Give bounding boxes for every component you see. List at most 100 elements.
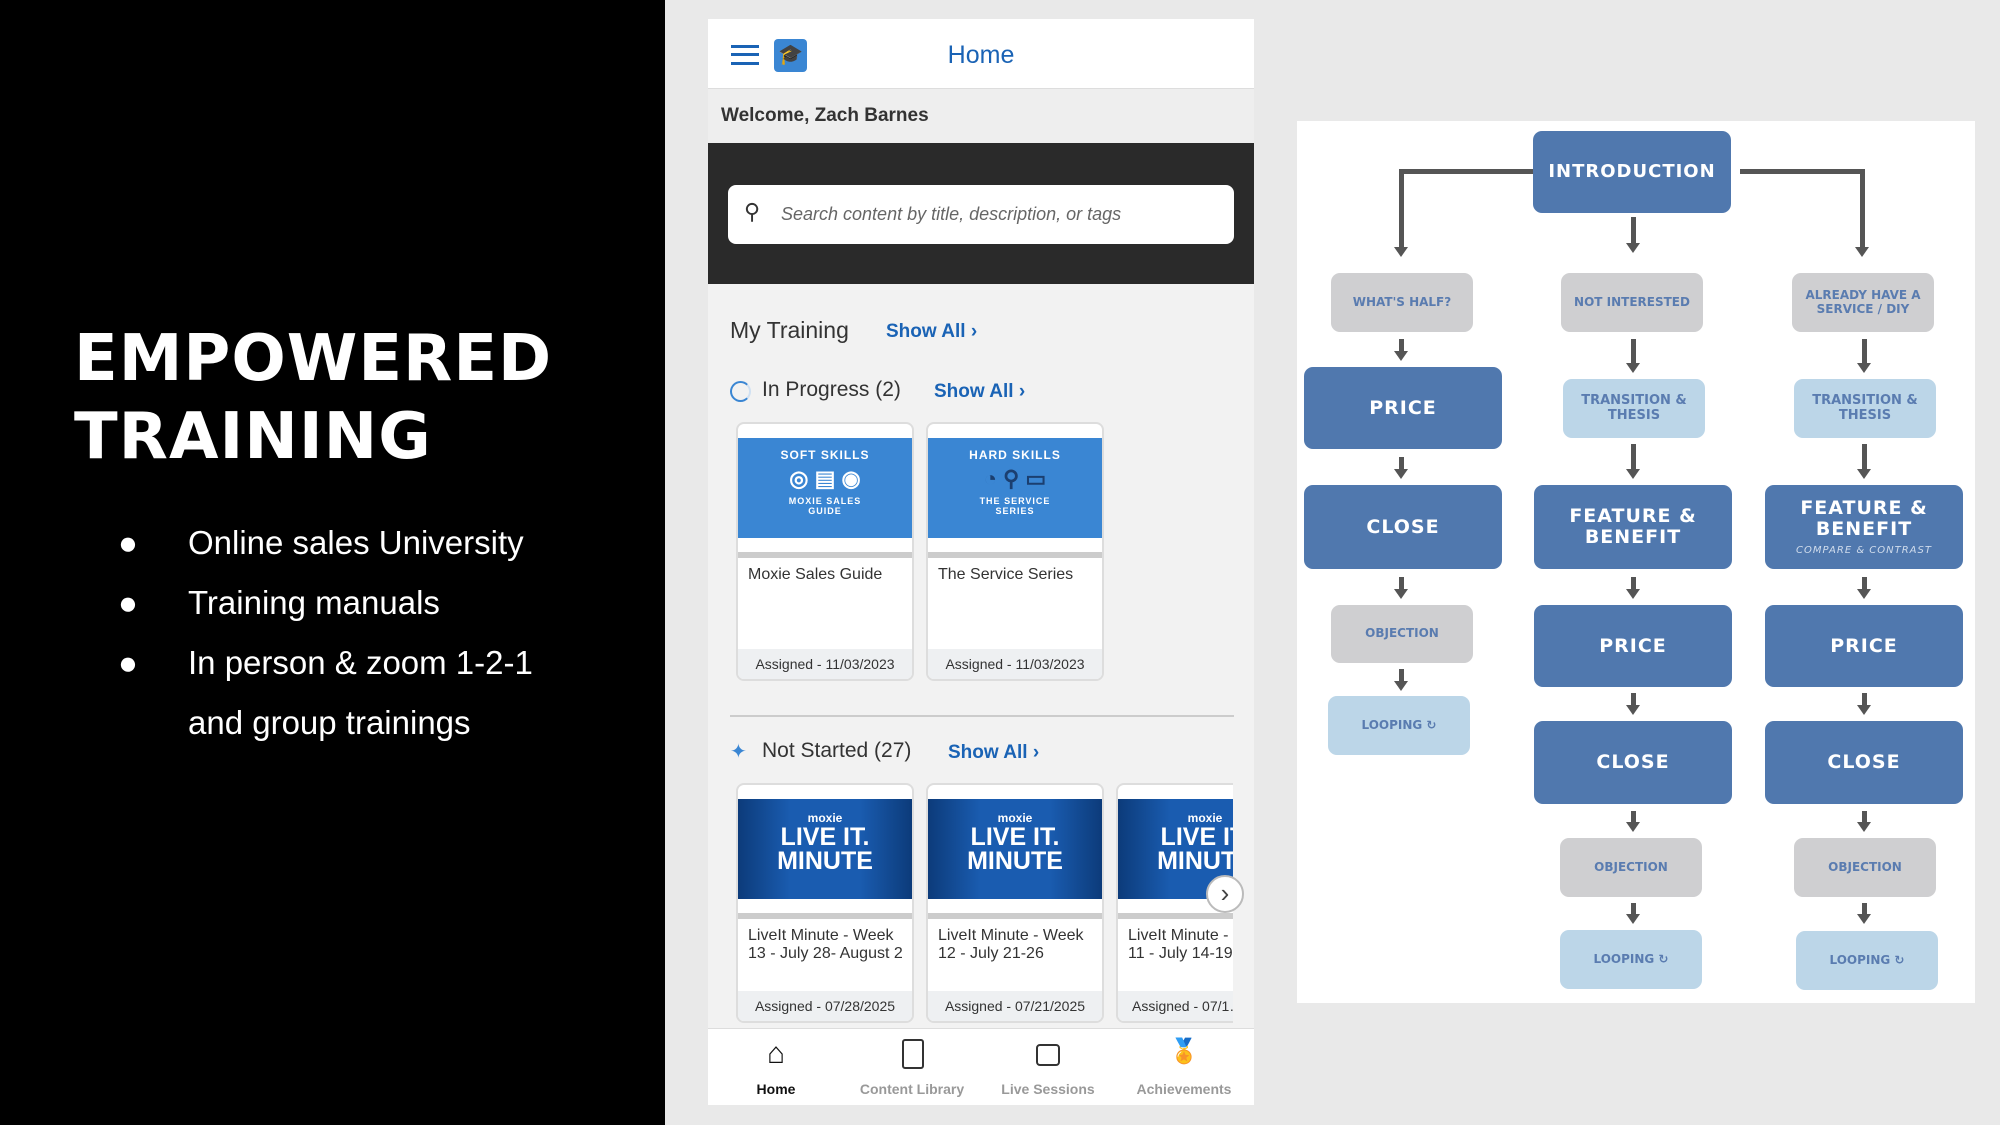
connector-line: [1740, 169, 1864, 174]
node-objection: OBJECTION: [1331, 605, 1473, 663]
chevron-right-icon: ›: [1018, 381, 1026, 402]
node-introduction: INTRODUCTION: [1533, 131, 1731, 213]
node-price: PRICE: [1534, 605, 1732, 687]
connector-line: [1862, 811, 1867, 824]
connector-line: [1862, 693, 1867, 707]
connector-line: [1631, 444, 1636, 471]
arrow-down-icon: [1394, 351, 1408, 361]
in-progress-spinner-icon: [730, 381, 751, 402]
connector-line: [1862, 903, 1867, 916]
connector-line: [1631, 811, 1636, 824]
arrow-down-icon: [1626, 363, 1640, 373]
node-price: PRICE: [1765, 605, 1963, 687]
nav-home[interactable]: ⌂Home: [708, 1029, 844, 1105]
welcome-message: Welcome, Zach Barnes: [708, 89, 1254, 143]
not-started-heading: Not Started (27): [762, 739, 912, 762]
connector-line: [1399, 577, 1404, 591]
card-assigned-date: Assigned - 07/1…: [1118, 991, 1233, 1021]
chevron-right-icon: ›: [1032, 742, 1040, 763]
node-looping: LOOPING ↻: [1328, 696, 1470, 755]
nav-achievements[interactable]: 🏅Achievements: [1116, 1029, 1252, 1105]
connector-line: [1399, 669, 1404, 683]
connector-line: [1631, 339, 1636, 365]
bottom-navigation: ⌂Home Content Library Live Sessions 🏅Ach…: [708, 1028, 1254, 1105]
card-assigned-date: Assigned - 07/21/2025: [928, 991, 1102, 1021]
bullet-icon: ●: [118, 644, 138, 681]
node-transition-thesis: TRANSITION & THESIS: [1563, 379, 1705, 438]
not-started-show-all-link[interactable]: Show All ›: [948, 742, 1040, 763]
node-not-interested: NOT INTERESTED: [1561, 273, 1703, 332]
search-input[interactable]: ⚲ Search content by title, description, …: [728, 185, 1234, 244]
node-objection: OBJECTION: [1560, 838, 1702, 897]
medal-icon: 🏅: [1169, 1038, 1199, 1065]
arrow-down-icon: [1857, 363, 1871, 373]
connector-line: [1399, 169, 1535, 174]
sparkle-icon: ✦: [730, 741, 747, 763]
arrow-down-icon: [1857, 822, 1871, 832]
my-training-show-all-link[interactable]: Show All ›: [886, 321, 978, 342]
arrow-down-icon: [1626, 469, 1640, 479]
card-thumbnail: SOFT SKILLS◎ ▤ ◉MOXIE SALES GUIDE: [738, 438, 912, 538]
node-whats-half: WHAT'S HALF?: [1331, 273, 1473, 332]
arrow-down-icon: [1857, 914, 1871, 924]
node-close: CLOSE: [1765, 721, 1963, 804]
home-icon: ⌂: [766, 1037, 786, 1070]
arrow-down-icon: [1626, 822, 1640, 832]
connector-line: [1631, 903, 1636, 916]
carousel-next-button[interactable]: ›: [1206, 875, 1244, 913]
slide-title-line2: TRAINING: [74, 400, 432, 474]
bullet-icon: ●: [118, 584, 138, 621]
arrow-down-icon: [1394, 681, 1408, 691]
nav-live-sessions[interactable]: Live Sessions: [980, 1029, 1116, 1105]
card-title: LiveIt Minute - Week 12 - July 21-26: [938, 927, 1084, 962]
sales-flow-diagram: INTRODUCTION WHAT'S HALF? PRICE CLOSE OB…: [1297, 121, 1975, 1003]
card-assigned-date: Assigned - 11/03/2023: [928, 649, 1102, 679]
slide-title-line1: EMPOWERED: [74, 322, 553, 396]
menu-icon[interactable]: [731, 45, 759, 65]
arrow-down-icon: [1626, 705, 1640, 715]
arrow-down-icon: [1857, 469, 1871, 479]
chevron-right-icon: ›: [970, 321, 978, 342]
arrow-down-icon: [1626, 589, 1640, 599]
in-progress-heading: In Progress (2): [762, 378, 901, 401]
training-card[interactable]: SOFT SKILLS◎ ▤ ◉MOXIE SALES GUIDE Moxie …: [736, 422, 914, 681]
compare-contrast-subtitle: COMPARE & CONTRAST: [1796, 545, 1932, 557]
node-close: CLOSE: [1534, 721, 1732, 804]
arrow-down-icon: [1857, 705, 1871, 715]
section-divider: [730, 715, 1234, 717]
search-placeholder: Search content by title, description, or…: [781, 204, 1122, 224]
nav-content-library[interactable]: Content Library: [844, 1029, 980, 1105]
mobile-app-screen: 🎓 Home Welcome, Zach Barnes ⚲ Search con…: [708, 19, 1254, 1105]
graduation-cap-logo-icon: 🎓: [774, 39, 807, 72]
connector-line: [1399, 457, 1404, 471]
slide-panel: EMPOWERED TRAINING ●Online sales Univers…: [0, 0, 665, 1125]
bullet-icon: ●: [118, 524, 138, 561]
in-progress-show-all-link[interactable]: Show All ›: [934, 381, 1026, 402]
my-training-heading: My Training: [730, 317, 849, 343]
arrow-down-icon: [1626, 243, 1640, 253]
tablet-icon: [902, 1039, 924, 1069]
node-price: PRICE: [1304, 367, 1502, 449]
video-camera-icon: [1036, 1044, 1060, 1066]
card-assigned-date: Assigned - 07/28/2025: [738, 991, 912, 1021]
arrow-down-icon: [1394, 469, 1408, 479]
node-close: CLOSE: [1304, 485, 1502, 569]
card-title: LiveIt Minute - Week 11 - July 14-19: [1128, 927, 1233, 962]
search-icon: ⚲: [744, 199, 761, 224]
connector-line: [1860, 169, 1865, 249]
connector-line: [1399, 339, 1404, 353]
connector-line: [1631, 693, 1636, 707]
connector-line: [1399, 169, 1404, 249]
node-already-have-service: ALREADY HAVE A SERVICE / DIY: [1792, 273, 1934, 332]
app-header: 🎓 Home: [708, 19, 1254, 89]
arrow-down-icon: [1394, 247, 1408, 257]
card-title: LiveIt Minute - Week 13 - July 28- Augus…: [748, 927, 903, 962]
arrow-down-icon: [1394, 589, 1408, 599]
node-feature-benefit: FEATURE & BENEFIT: [1534, 485, 1732, 569]
training-card[interactable]: HARD SKILLS◔ ⚲ ▭THE SERVICE SERIES The S…: [926, 422, 1104, 681]
